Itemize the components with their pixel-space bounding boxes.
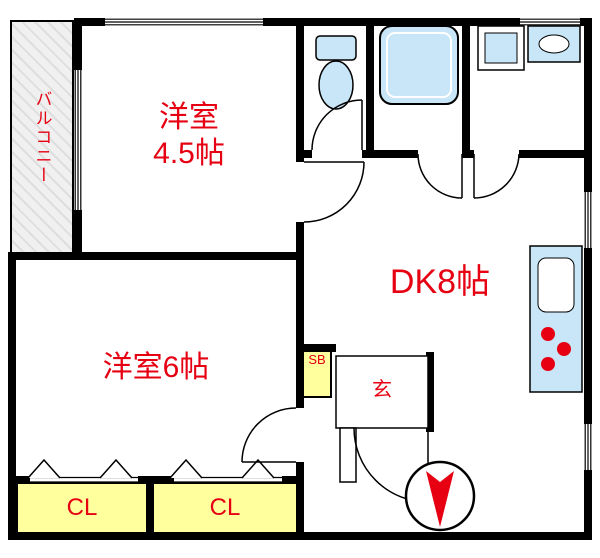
- wall: [519, 150, 592, 158]
- wall: [74, 18, 82, 260]
- shoe-box-label: SB: [308, 352, 326, 367]
- wall: [296, 222, 304, 262]
- closet-right-label: CL: [209, 494, 241, 521]
- washing-machine-icon: [477, 25, 525, 71]
- wall: [296, 150, 312, 158]
- wall: [282, 476, 304, 484]
- wall: [462, 150, 474, 158]
- stove-burners-icon: [541, 327, 571, 371]
- wall: [362, 150, 418, 158]
- vanity-sink-icon: [527, 25, 581, 63]
- wall: [138, 476, 174, 484]
- wall: [8, 252, 16, 540]
- dk-label: DK8帖: [389, 263, 491, 301]
- entrance-door-arc: [339, 427, 429, 503]
- wall: [366, 18, 374, 158]
- wall: [296, 462, 304, 540]
- room-45-label-line1: 洋室: [159, 101, 219, 134]
- toilet-door-arc: [311, 99, 363, 151]
- wall: [304, 344, 336, 352]
- washroom-door-arc: [473, 153, 520, 199]
- entrance-label: 玄: [372, 379, 392, 401]
- wall: [146, 484, 154, 532]
- closet-left-label: CL: [66, 494, 98, 521]
- wall: [296, 18, 304, 162]
- compass-icon: [404, 460, 476, 532]
- bathtub-icon: [379, 25, 459, 105]
- wall: [462, 18, 470, 158]
- wall: [8, 476, 30, 484]
- room-45-label-line2: 4.5帖: [153, 137, 225, 170]
- wall: [74, 18, 592, 26]
- room-6-label: 洋室6帖: [102, 351, 210, 384]
- wall: [426, 352, 434, 432]
- wall: [8, 252, 304, 260]
- balcony-label: バルコニー: [32, 89, 52, 185]
- room-45-label: 洋室 4.5帖: [82, 100, 296, 172]
- balcony-area: バルコニー: [10, 20, 74, 254]
- wall: [584, 18, 592, 540]
- toilet-icon: [315, 35, 357, 110]
- shoe-box: SB: [302, 350, 332, 398]
- closet-right: [152, 482, 298, 534]
- wall: [296, 260, 304, 408]
- room45-door-arc: [303, 161, 365, 223]
- room6-door-arc: [241, 407, 297, 463]
- bath-door-arc: [417, 153, 463, 199]
